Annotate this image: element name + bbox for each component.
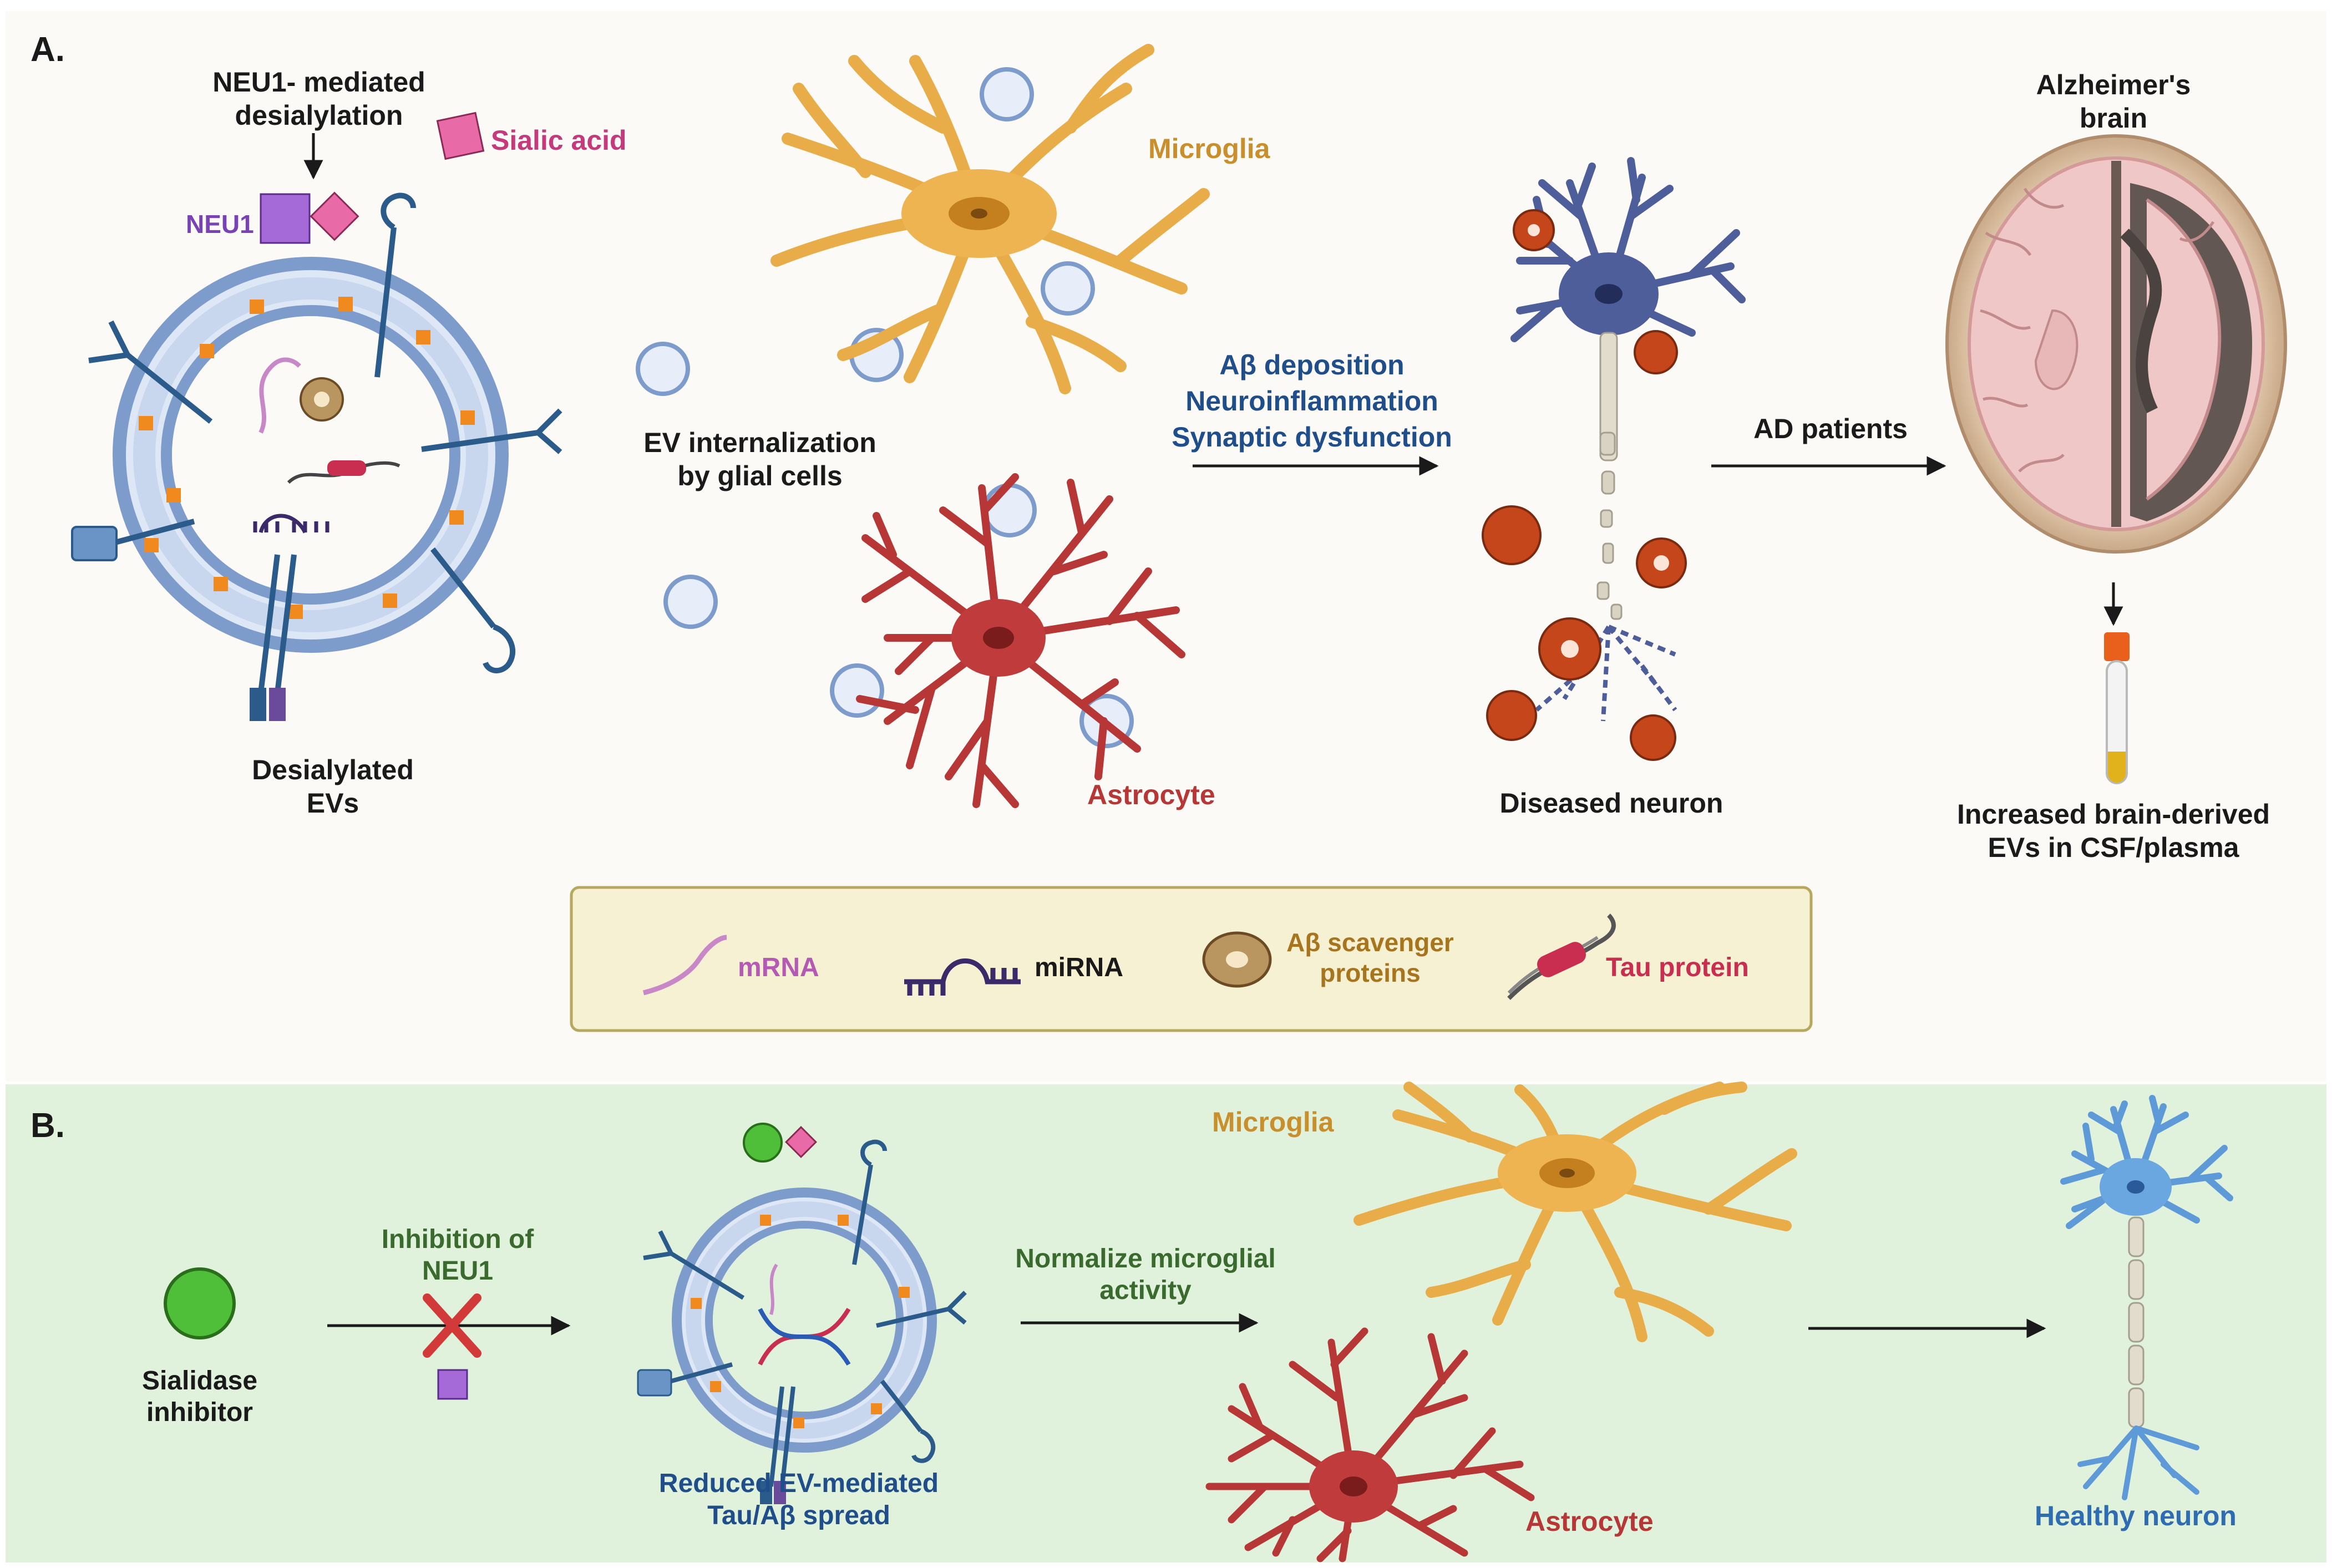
- desialylated-evs-line2: EVs: [307, 788, 359, 819]
- extracellular-vesicle-icon: [71, 192, 562, 721]
- mirna-icon: [904, 958, 1021, 996]
- diseased-neuron-label: Diseased neuron: [1500, 788, 1723, 819]
- ev-internalization-line2: by glial cells: [677, 460, 842, 491]
- scavenger-protein-icon: [1202, 931, 1272, 988]
- astrocyte-cell-icon: [856, 473, 1185, 808]
- sialic-acid-attached-icon: [310, 191, 359, 241]
- alzheimers-brain-line1: Alzheimer's: [2036, 69, 2191, 100]
- inhibition-line2: NEU1: [422, 1256, 493, 1286]
- inhibition-line1: Inhibition of: [382, 1225, 535, 1254]
- healthy-neuron-label: Healthy neuron: [2035, 1500, 2237, 1531]
- ev-internalization-line1: EV internalization: [643, 427, 876, 458]
- sialidase-inhibitor-line1: Sialidase: [142, 1366, 257, 1396]
- cross-icon: [423, 1293, 481, 1358]
- ad-patients-label: AD patients: [1753, 413, 1908, 444]
- effect-neuroinflammation: Neuroinflammation: [1185, 385, 1438, 417]
- increased-evs-line2: EVs in CSF/plasma: [1988, 832, 2240, 863]
- legend-box: [570, 886, 1813, 1032]
- microglia-cell-b-icon: [1353, 1082, 1797, 1342]
- neu1-mediated-line1: NEU1- mediated: [212, 67, 425, 98]
- legend-scavenger-line1: Aβ scavenger: [1286, 928, 1454, 957]
- mrna-icon: [642, 935, 727, 996]
- sialidase-inhibitor-line2: inhibitor: [146, 1398, 253, 1427]
- inhibitor-circle-icon: [164, 1267, 236, 1339]
- microglia-b-label: Microglia: [1212, 1107, 1335, 1138]
- normalize-line1: Normalize microglial: [1015, 1244, 1275, 1273]
- legend-tau: Tau protein: [1606, 953, 1749, 982]
- blocked-sialic-acid-icon: [437, 1369, 468, 1400]
- effect-abeta-deposition: Aβ deposition: [1219, 349, 1404, 380]
- tau-protein-icon: [1507, 914, 1616, 1000]
- normalize-line2: activity: [1099, 1276, 1192, 1305]
- legend-scavenger-line2: proteins: [1320, 958, 1420, 987]
- legend-mirna: miRNA: [1035, 953, 1123, 982]
- astrocyte-b-label: Astrocyte: [1525, 1506, 1654, 1537]
- increased-evs-line1: Increased brain-derived: [1957, 799, 2270, 830]
- healthy-neuron-icon: [2060, 1095, 2233, 1500]
- astrocyte-label: Astrocyte: [1087, 779, 1215, 810]
- effect-synaptic-dysfunction: Synaptic dysfunction: [1172, 422, 1452, 453]
- desialylated-evs-line1: Desialylated: [252, 754, 414, 785]
- small-vesicle-icon: [637, 1139, 967, 1504]
- amyloid-plaque-icon: [1482, 209, 1687, 761]
- neu1-label: NEU1: [186, 210, 254, 239]
- sialylated-cap-diamond-icon: [785, 1126, 817, 1158]
- brain-icon: [1945, 134, 2287, 554]
- reduced-spread-line1: Reduced EV-mediated: [659, 1469, 939, 1498]
- blood-tube-icon: [2104, 632, 2130, 784]
- reduced-spread-line2: Tau/Aβ spread: [707, 1501, 890, 1530]
- neu1-mediated-line2: desialylation: [235, 100, 403, 131]
- microglia-label: Microglia: [1148, 133, 1271, 164]
- astrocyte-cell-b-icon: [1205, 1327, 1535, 1562]
- sialic-acid-icon: [436, 111, 485, 160]
- sialic-acid-label: Sialic acid: [491, 125, 627, 156]
- panel-b-label: B.: [31, 1107, 65, 1145]
- microglia-cell-icon: [770, 44, 1210, 394]
- sialylated-cap-circle-icon: [743, 1123, 783, 1163]
- legend-mrna: mRNA: [738, 953, 819, 982]
- panel-a-label: A.: [31, 31, 65, 69]
- neu1-icon: [260, 193, 311, 244]
- alzheimers-brain-line2: brain: [2080, 103, 2147, 134]
